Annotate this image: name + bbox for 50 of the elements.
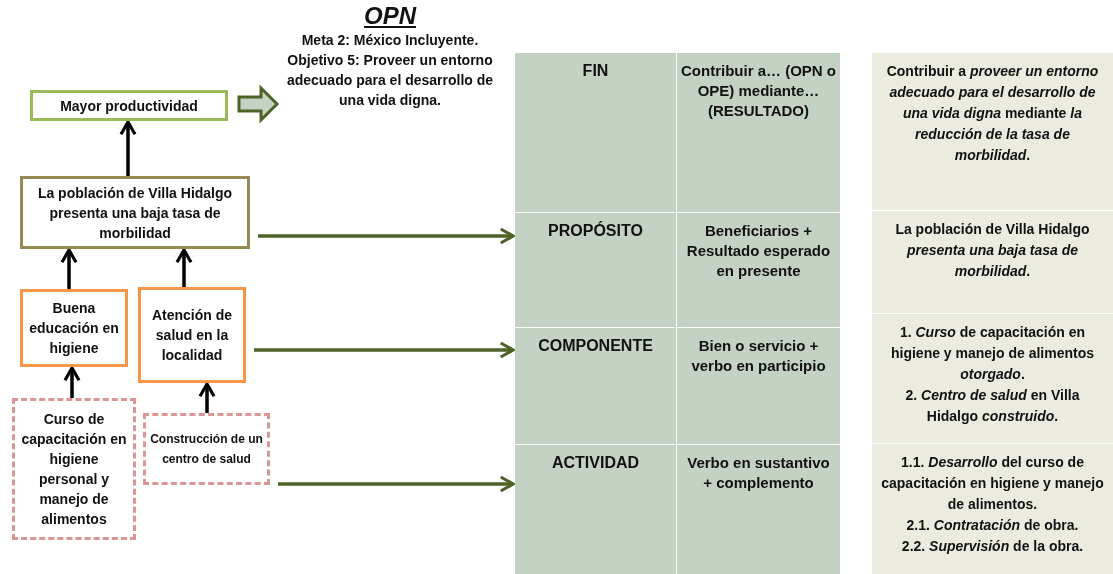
row-label: PROPÓSITO (548, 221, 643, 241)
cell-text: Mayor productividad (60, 96, 198, 116)
cell-text: Contribuir a proveer un entorno adecuado para el desarrollo de una vida digna mediante la reducción de la tasa de morbilidad. (885, 62, 1100, 165)
arrow (175, 248, 193, 287)
table-cell (872, 211, 1113, 313)
table-row-label (515, 53, 676, 212)
cell-text: Construcción de un centro de salud (150, 431, 263, 468)
cell-text: Beneficiarios + Resultado esperado en presente (685, 221, 832, 281)
component-box (20, 289, 128, 367)
cell-text: 1.1. Desarrollo del curso de capacitación en higiene y manejo de alimentos. (880, 453, 1105, 514)
table-cell (872, 444, 1113, 574)
table-cell (677, 328, 840, 444)
table-row-label (515, 328, 676, 444)
table-cell (677, 213, 840, 327)
arrow (258, 227, 515, 245)
row-label: COMPONENTE (538, 336, 653, 356)
arrow (63, 366, 81, 398)
activity-box (12, 398, 136, 540)
cell-text: La población de Villa Hidalgo presenta una baja tasa de morbilidad. (894, 220, 1091, 281)
arrow (254, 341, 515, 359)
block-arrow (237, 84, 280, 124)
table-cell (872, 314, 1113, 443)
arrow (60, 248, 78, 289)
purpose-box (20, 176, 250, 249)
row-label: FIN (582, 61, 609, 81)
goal-box (30, 90, 228, 121)
cell-text: Buena educación en higiene (28, 299, 120, 358)
table-row-label (515, 213, 676, 327)
arrow (119, 120, 137, 176)
table-cell (872, 53, 1113, 210)
table-cell (677, 445, 840, 574)
heading: OPN (364, 6, 416, 26)
cell-text: 2.1. Contratación de obra. (906, 516, 1079, 535)
cell-text: Verbo en sustantivo + complemento (686, 453, 831, 493)
table-cell (677, 53, 840, 212)
cell-text: Bien o servicio + verbo en participio (690, 336, 827, 376)
component-box (138, 287, 246, 383)
cell-text: Curso de capacitación en higiene personal y manejo de alimentos (20, 410, 128, 529)
cell-text: 2. Centro de salud en Villa Hidalgo construido. (904, 386, 1081, 426)
arrow (198, 382, 216, 413)
cell-text: La población de Villa Hidalgo presenta una baja tasa de morbilidad (36, 183, 234, 243)
activity-box (143, 413, 270, 485)
cell-text: Atención de salud en la localidad (150, 306, 234, 365)
objective-text: Meta 2: México Incluyente. Objetivo 5: Proveer un entorno adecuado para el desarrollo de una vida digna. (285, 31, 495, 110)
cell-text: Contribuir a… (OPN o OPE) mediante… (RESULTADO) (681, 61, 836, 121)
arrow (278, 475, 515, 493)
table-row-label (515, 445, 676, 574)
cell-text: 1. Curso de capacitación en higiene y manejo de alimentos otorgado. (889, 323, 1096, 384)
cell-text: 2.2. Supervisión de la obra. (901, 537, 1084, 556)
row-label: ACTIVIDAD (551, 453, 640, 473)
